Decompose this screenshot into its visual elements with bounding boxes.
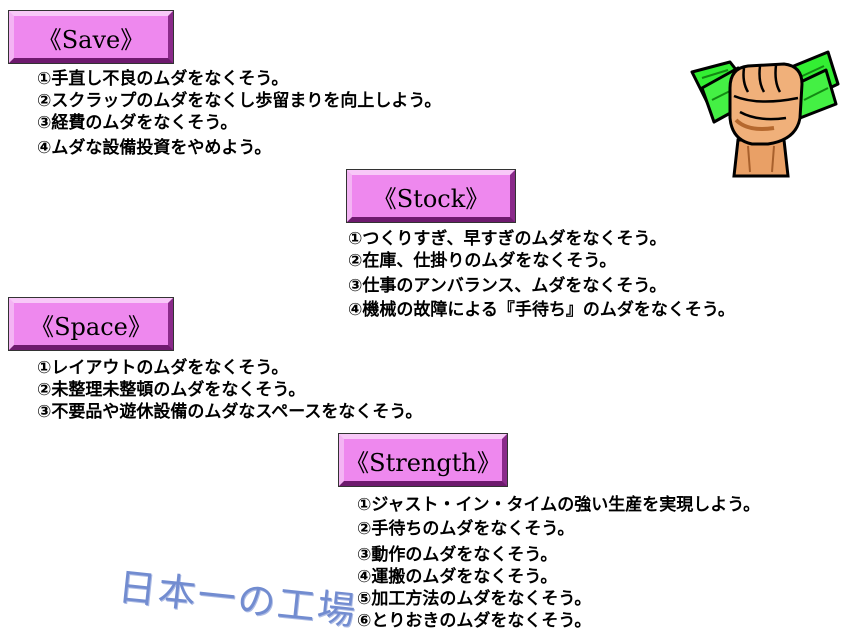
list-stock: ①つくりすぎ、早すぎのムダをなくそう。 ②在庫、仕掛りのムダをなくそう。 ③仕事… xyxy=(348,228,735,321)
banner-stock: 《Stock》 xyxy=(346,169,516,223)
list-item: ①つくりすぎ、早すぎのムダをなくそう。 xyxy=(348,229,667,249)
list-save: ①手直し不良のムダをなくそう。 ②スクラップのムダをなくし歩留まりを向上しよう。… xyxy=(37,68,441,159)
list-item: ②手待ちのムダをなくそう。 xyxy=(357,519,575,539)
list-item: ⑤加工方法のムダをなくそう。 xyxy=(357,589,592,609)
banner-space-title: 《Space》 xyxy=(30,312,152,341)
slogan-brush-text: 日本一の工場 xyxy=(115,564,360,634)
list-space: ①レイアウトのムダをなくそう。 ②未整理未整頓のムダをなくそう。 ③不要品や遊休… xyxy=(37,357,422,423)
list-item: ①手直し不良のムダをなくそう。 xyxy=(37,69,289,89)
list-item: ①ジャスト・イン・タイムの強い生産を実現しよう。 xyxy=(357,495,761,515)
banner-save: 《Save》 xyxy=(8,10,174,64)
banner-save-title: 《Save》 xyxy=(37,25,145,54)
list-item: ③仕事のアンバランス、ムダをなくそう。 xyxy=(348,276,667,296)
list-item: ③動作のムダをなくそう。 xyxy=(357,545,558,565)
list-item: ③不要品や遊休設備のムダなスペースをなくそう。 xyxy=(37,402,423,422)
list-item: ③経費のムダをなくそう。 xyxy=(37,113,238,133)
list-item: ⑥とりおきのムダをなくそう。 xyxy=(357,611,592,631)
list-item: ②在庫、仕掛りのムダをなくそう。 xyxy=(348,251,617,271)
list-item: ④ムダな設備投資をやめよう。 xyxy=(37,138,272,158)
fist-holding-money-icon xyxy=(690,50,840,178)
list-item: ②未整理未整頓のムダをなくそう。 xyxy=(37,380,306,400)
banner-space: 《Space》 xyxy=(8,297,174,351)
banner-strength: 《Strength》 xyxy=(338,433,508,487)
list-item: ①レイアウトのムダをなくそう。 xyxy=(37,358,289,378)
banner-strength-title: 《Strength》 xyxy=(345,448,501,477)
list-item: ④機械の故障による『手待ち』のムダをなくそう。 xyxy=(348,300,735,320)
list-strength: ①ジャスト・イン・タイムの強い生産を実現しよう。 ②手待ちのムダをなくそう。 ③… xyxy=(357,494,760,632)
list-item: ④運搬のムダをなくそう。 xyxy=(357,567,558,587)
list-item: ②スクラップのムダをなくし歩留まりを向上しよう。 xyxy=(37,91,442,111)
banner-stock-title: 《Stock》 xyxy=(372,184,490,213)
